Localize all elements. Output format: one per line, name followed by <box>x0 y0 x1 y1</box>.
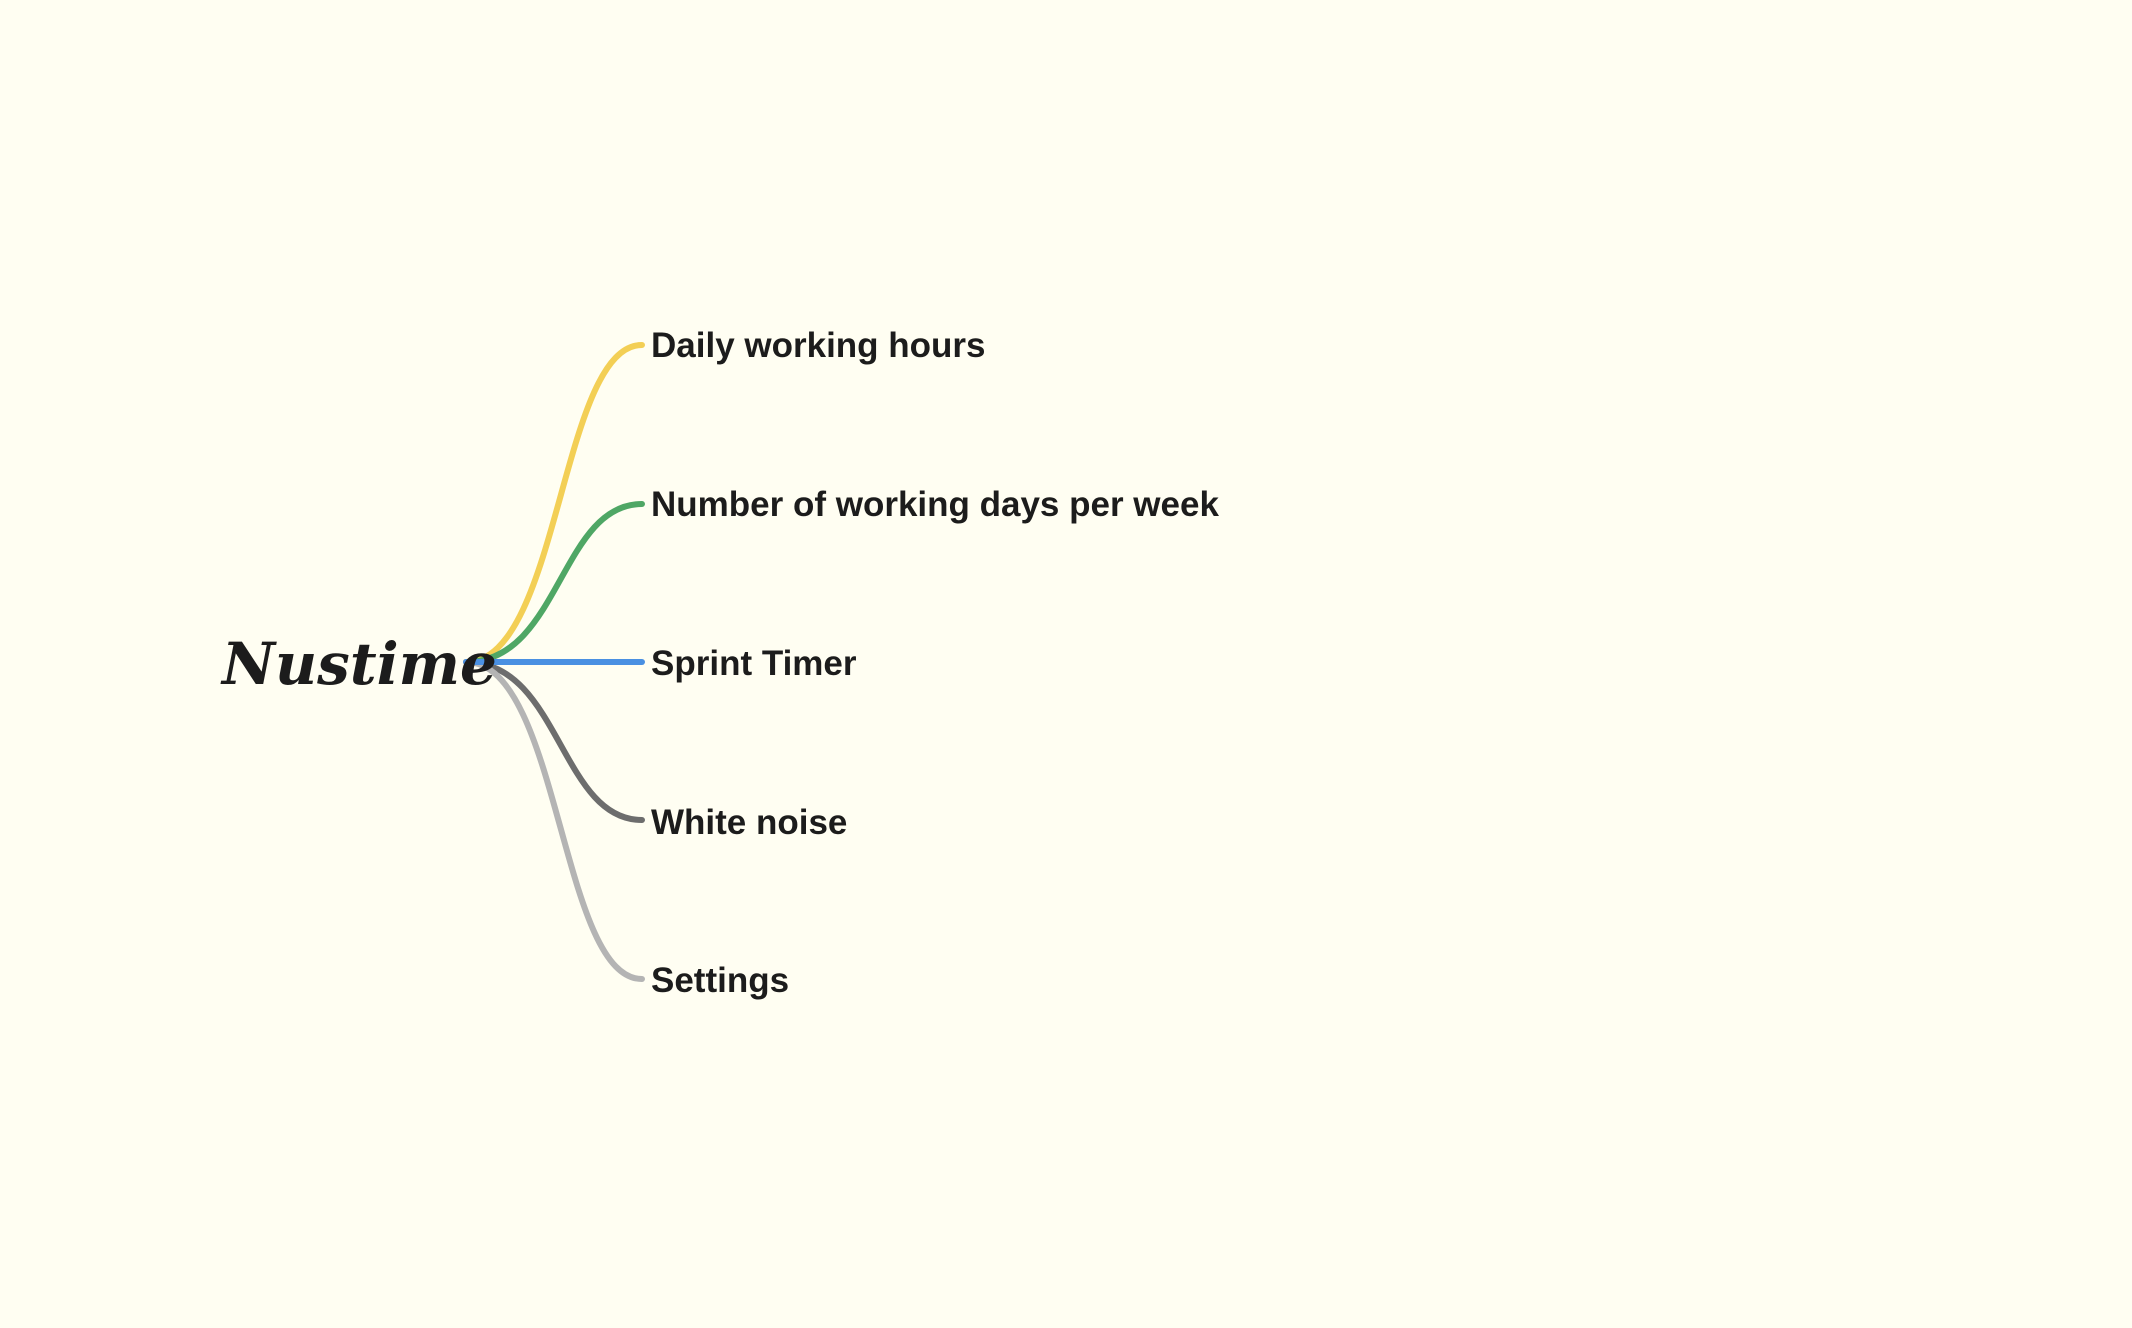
connector-daily-working-hours <box>463 342 645 665</box>
branch-node-working-days-per-week[interactable]: Number of working days per week <box>651 485 1219 524</box>
connector-settings <box>463 659 645 982</box>
connector-white-noise <box>463 659 645 823</box>
branch-node-daily-working-hours[interactable]: Daily working hours <box>651 326 986 365</box>
branch-nodes: Daily working hours Number of working da… <box>651 326 1219 1000</box>
root-node-label[interactable]: Nustime <box>220 630 497 698</box>
branch-node-sprint-timer[interactable]: Sprint Timer <box>651 644 857 683</box>
branch-node-white-noise[interactable]: White noise <box>651 803 847 842</box>
branch-node-settings[interactable]: Settings <box>651 961 789 1000</box>
connector-working-days-per-week <box>463 501 645 665</box>
branch-connectors <box>463 342 645 982</box>
